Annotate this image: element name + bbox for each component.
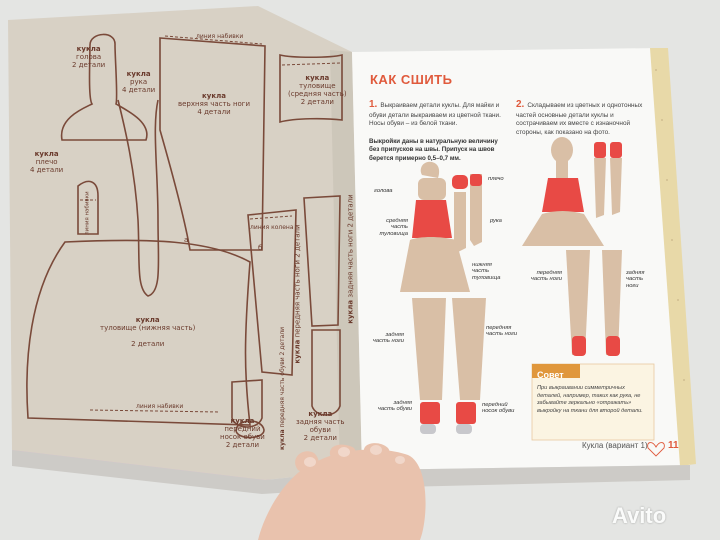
caption-toe: передний носок обуви <box>482 402 515 415</box>
mark-a: а <box>184 236 189 244</box>
page-footer: Кукла (вариант 1) <box>582 441 648 450</box>
pattern-note: Выкройки даны в натуральную величину без… <box>369 138 498 162</box>
caption-head: голова <box>374 188 393 194</box>
caption-front-leg-r: передняя часть ноги <box>530 270 562 283</box>
caption-front-leg-l: передняя часть ноги <box>486 325 518 338</box>
section-title: КАК СШИТЬ <box>370 72 453 87</box>
label-back-leg: кукла задняя часть ноги 2 детали <box>346 194 355 324</box>
tip-title: Совет <box>537 370 564 380</box>
label-fold-line: линия набивки <box>196 33 244 40</box>
photo-doll-right <box>522 137 622 356</box>
pattern-back-leg <box>303 195 341 327</box>
caption-back-leg-l: задняя часть ноги <box>372 332 404 345</box>
label-shoe-front: кукла передняя часть обуви 2 детали <box>279 326 287 450</box>
pattern-arm <box>117 99 160 297</box>
pattern-shoe-front <box>231 379 263 428</box>
pattern-shoulder <box>77 180 99 235</box>
photo-doll-left <box>400 161 486 434</box>
avito-watermark: Avito <box>612 503 667 528</box>
label-knee-line: линия колена <box>250 224 294 231</box>
mark-b: б <box>258 244 263 252</box>
pattern-torso-low <box>26 239 251 426</box>
pattern-upper-leg <box>159 37 266 251</box>
heart-icon <box>647 442 665 457</box>
step-1: 1.Выкраиваем детали куклы. Для майки и о… <box>369 99 501 128</box>
pattern-head <box>61 33 148 141</box>
caption-shoulder: плечо <box>488 176 504 182</box>
caption-arm: рука <box>490 218 502 224</box>
pattern-toe <box>235 420 265 439</box>
pattern-front-leg <box>247 209 297 376</box>
caption-back-shoe: задняя часть обуви <box>377 400 412 413</box>
step-2: 2.Складываем из цветных и однотонных час… <box>516 99 643 136</box>
tip-text: При выкраивании симметричных деталей, на… <box>537 385 643 414</box>
caption-mid: средняя часть туловища <box>379 218 408 237</box>
pattern-shoe-back <box>311 329 341 416</box>
caption-back-leg-r: задняя часть ноги <box>626 270 645 289</box>
label-torso-low-fold: линия набивки <box>136 403 184 410</box>
pattern-torso-mid <box>279 53 343 124</box>
label-front-leg: кукла передняя часть ноги 2 детали <box>293 224 302 364</box>
page-number: 11 <box>668 440 679 451</box>
label-shoulder-fold: линия набивки <box>84 191 91 235</box>
caption-low: нижняя часть туловища <box>472 262 501 281</box>
hand <box>258 443 426 540</box>
